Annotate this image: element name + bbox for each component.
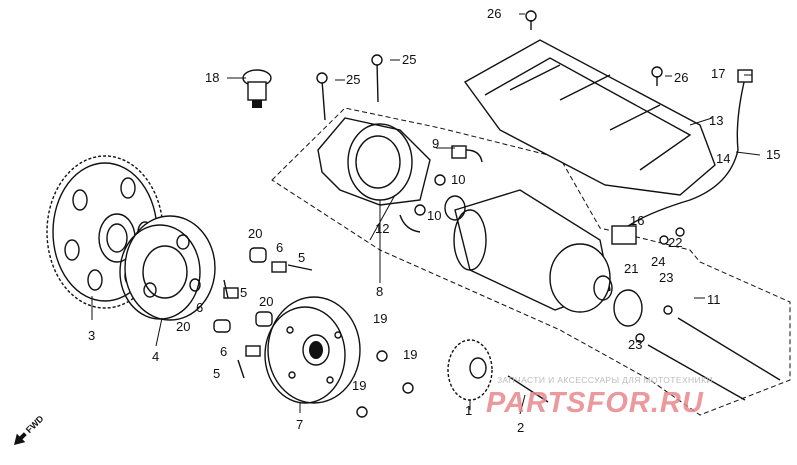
callout-23: 23 bbox=[659, 270, 673, 285]
callout-19: 19 bbox=[373, 311, 387, 326]
flywheel-plate bbox=[264, 296, 361, 404]
callout-18: 18 bbox=[205, 70, 219, 85]
clutch-springs bbox=[223, 261, 287, 357]
clutch-rollers bbox=[213, 247, 273, 333]
callout-5: 5 bbox=[240, 285, 247, 300]
long-bolt-2 bbox=[647, 344, 746, 401]
callout-20: 20 bbox=[259, 294, 273, 309]
callout-22: 22 bbox=[668, 235, 682, 250]
callout-26: 26 bbox=[674, 70, 688, 85]
callout-6: 6 bbox=[196, 300, 203, 315]
callout-23: 23 bbox=[628, 337, 642, 352]
watermark-tagline: ЗАПЧАСТИ И АКСЕССУАРЫ ДЛЯ МОТОТЕХНИКИ bbox=[497, 375, 713, 385]
callout-10: 10 bbox=[451, 172, 465, 187]
starter-motor bbox=[444, 189, 613, 313]
brushes bbox=[399, 174, 446, 233]
crankcase-cover bbox=[317, 117, 431, 206]
callout-13: 13 bbox=[709, 113, 723, 128]
starter-motor-cover bbox=[463, 39, 716, 196]
callout-21: 21 bbox=[624, 261, 638, 276]
long-bolt bbox=[677, 317, 781, 381]
fwd-label: FWD bbox=[24, 413, 46, 435]
callout-26: 26 bbox=[487, 6, 501, 21]
callout-8: 8 bbox=[376, 284, 383, 299]
o-ring bbox=[613, 289, 643, 327]
callout-6: 6 bbox=[276, 240, 283, 255]
callout-3: 3 bbox=[88, 328, 95, 343]
assembly-boundary bbox=[271, 107, 791, 416]
bolts bbox=[316, 10, 685, 418]
starter-clutch bbox=[119, 215, 216, 321]
callout-2: 2 bbox=[517, 420, 524, 435]
callout-24: 24 bbox=[651, 254, 665, 269]
brush-holder bbox=[451, 145, 483, 163]
callout-19: 19 bbox=[352, 378, 366, 393]
callout-5: 5 bbox=[298, 250, 305, 265]
callout-11: 11 bbox=[707, 292, 721, 307]
neutral-switch bbox=[242, 69, 272, 108]
starter-cable bbox=[619, 69, 753, 233]
leader-lines bbox=[91, 13, 761, 415]
callout-19: 19 bbox=[403, 347, 417, 362]
callout-9: 9 bbox=[432, 136, 439, 151]
idle-gear-shaft bbox=[507, 375, 549, 403]
watermark: ЗАПЧАСТИ И АКСЕССУАРЫ ДЛЯ МОТОТЕХНИКИ PA… bbox=[486, 375, 713, 419]
callout-12: 12 bbox=[375, 221, 389, 236]
callout-14: 14 bbox=[716, 151, 730, 166]
callout-5: 5 bbox=[213, 366, 220, 381]
callout-1: 1 bbox=[465, 403, 472, 418]
callout-25: 25 bbox=[346, 72, 360, 87]
fwd-direction-marker: FWD bbox=[14, 413, 46, 445]
callout-20: 20 bbox=[248, 226, 262, 241]
callout-10: 10 bbox=[427, 208, 441, 223]
cable-grommet bbox=[611, 225, 637, 245]
callout-7: 7 bbox=[296, 417, 303, 432]
callout-17: 17 bbox=[711, 66, 725, 81]
callout-6: 6 bbox=[220, 344, 227, 359]
callout-4: 4 bbox=[152, 349, 159, 364]
callout-20: 20 bbox=[176, 319, 190, 334]
watermark-brand: PARTSFOR.RU bbox=[486, 387, 704, 419]
callout-16: 16 bbox=[630, 213, 644, 228]
callout-25: 25 bbox=[402, 52, 416, 67]
callout-labels: 1 2 3 4 5 5 5 6 6 6 7 8 9 10 10 11 12 13… bbox=[88, 6, 780, 435]
callout-15: 15 bbox=[766, 147, 780, 162]
clutch-plungers bbox=[223, 264, 313, 379]
